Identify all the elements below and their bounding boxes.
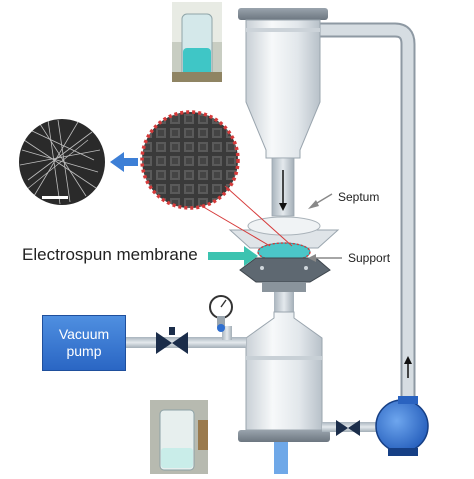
vacuum-label-line2: pump bbox=[66, 343, 102, 359]
vacuum-pump-box: Vacuum pump bbox=[42, 315, 126, 371]
vacuum-line bbox=[124, 295, 246, 354]
beaker-photo-bottom bbox=[150, 400, 208, 474]
recirculation-pipe bbox=[318, 22, 416, 400]
valve-icon bbox=[336, 420, 360, 436]
bottom-reservoir bbox=[238, 311, 330, 474]
arrow-left-icon bbox=[110, 152, 138, 172]
beaker-photo-top bbox=[172, 2, 222, 82]
electrospun-membrane-label: Electrospun membrane bbox=[22, 245, 198, 264]
support-label: Support bbox=[348, 251, 391, 265]
valve-icon bbox=[156, 327, 188, 354]
vacuum-label-line1: Vacuum bbox=[58, 326, 110, 342]
membrane-pointer-arrow bbox=[208, 246, 258, 266]
septum-label: Septum bbox=[338, 190, 380, 204]
sem-micrograph bbox=[17, 117, 107, 207]
filter-holder bbox=[228, 216, 340, 312]
pump-line bbox=[322, 396, 429, 456]
top-reservoir bbox=[238, 8, 328, 217]
membrane-magnified bbox=[140, 110, 293, 247]
circulation-pump-icon bbox=[375, 396, 429, 456]
flow-arrow-head bbox=[404, 356, 412, 364]
pressure-gauge-icon bbox=[209, 295, 233, 332]
